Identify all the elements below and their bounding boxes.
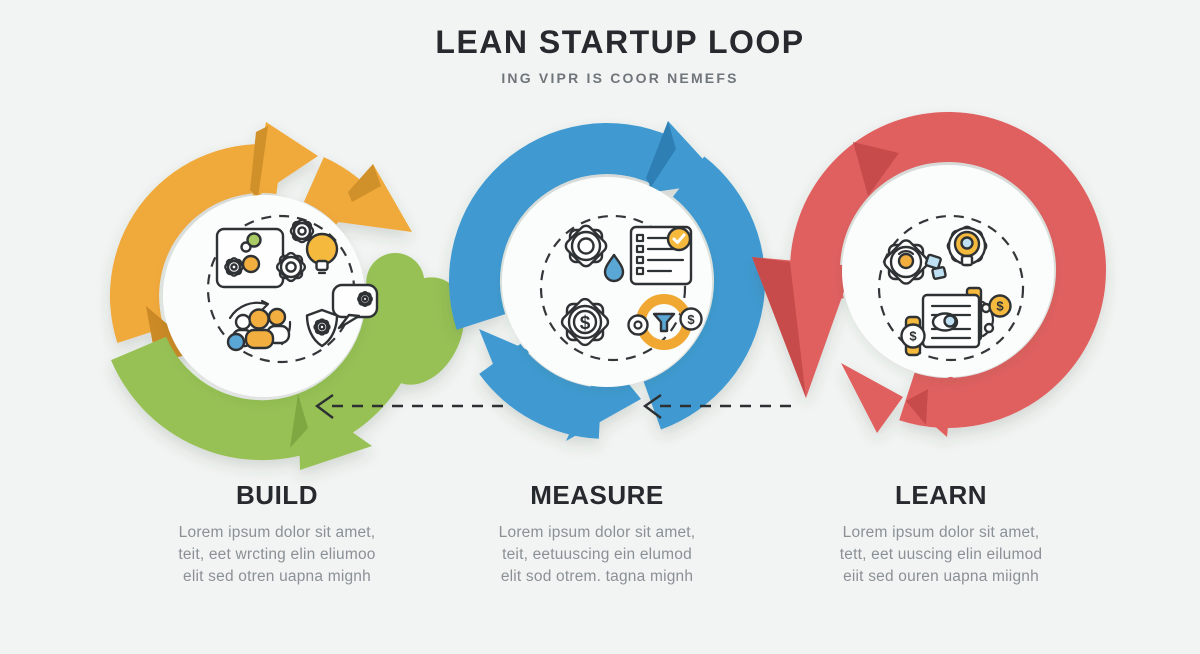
learn-icon-cluster: $ $ xyxy=(877,214,1025,362)
report-hand-icon xyxy=(921,286,995,349)
measure-arrowhead-left xyxy=(479,329,530,384)
step-learn: LEARN Lorem ipsum dolor sit amet, tett, … xyxy=(756,480,1126,588)
step-measure: MEASURE Lorem ipsum dolor sit amet, teit… xyxy=(412,480,782,588)
build-icon-cluster xyxy=(206,214,379,364)
shield-gear-icon xyxy=(305,308,339,348)
team-cycle-icon xyxy=(226,299,292,352)
step-build: BUILD Lorem ipsum dolor sit amet, teit, … xyxy=(92,480,462,588)
step-measure-description: Lorem ipsum dolor sit amet, teit, eetuus… xyxy=(498,524,696,585)
chat-gear-icon xyxy=(331,283,379,330)
svg-text:$: $ xyxy=(996,299,1004,314)
learn-dashed-circle xyxy=(877,214,1025,362)
step-build-title: BUILD xyxy=(236,480,318,510)
svg-text:$: $ xyxy=(687,312,695,327)
learn-loop-arrow xyxy=(752,111,1107,437)
build-arrowhead-top xyxy=(252,122,318,200)
gears-icon xyxy=(289,218,315,244)
build-arrowhead-right xyxy=(338,164,412,232)
learn-arrowhead-bottom xyxy=(841,363,903,433)
svg-text:$: $ xyxy=(580,313,591,334)
measure-dashed-circle xyxy=(539,214,687,362)
dollar-watch-icon: $ xyxy=(900,315,926,357)
feedback-arrow-measure-to-build xyxy=(314,394,512,419)
build-arrowhead-bottom xyxy=(298,394,372,470)
svg-text:$: $ xyxy=(909,329,917,344)
dollar-coin-icon: $ xyxy=(988,294,1012,318)
step-learn-description: Lorem ipsum dolor sit amet, tett, eet uu… xyxy=(839,524,1043,585)
feedback-arrow-learn-to-measure xyxy=(642,394,799,419)
checklist-icon xyxy=(629,225,693,286)
measure-icon-cluster: $ $ xyxy=(539,214,703,362)
page-subtitle: ING VIPR IS COOR NEMEFS xyxy=(501,70,739,86)
learn-arrowhead-bottom-2 xyxy=(906,375,953,437)
step-learn-title: LEARN xyxy=(894,480,988,510)
funnel-cycle-icon: $ xyxy=(627,294,703,350)
learn-inner-circle xyxy=(842,165,1054,377)
page-title: LEAN STARTUP LOOP xyxy=(435,24,805,60)
bulb-gear-icon xyxy=(924,225,988,280)
gear-idea-icon xyxy=(883,239,929,285)
header: LEAN STARTUP LOOP ING VIPR IS COOR NEMEF… xyxy=(40,24,1200,86)
gear-droplet-icon xyxy=(564,224,625,283)
build-loop-arrow xyxy=(109,122,465,470)
step-measure-title: MEASURE xyxy=(530,480,664,510)
dollar-gear-icon: $ xyxy=(560,297,610,347)
process-board-icon xyxy=(215,227,285,289)
lightbulb-icon xyxy=(305,232,339,275)
step-build-description: Lorem ipsum dolor sit amet, teit, eet wr… xyxy=(178,524,376,585)
